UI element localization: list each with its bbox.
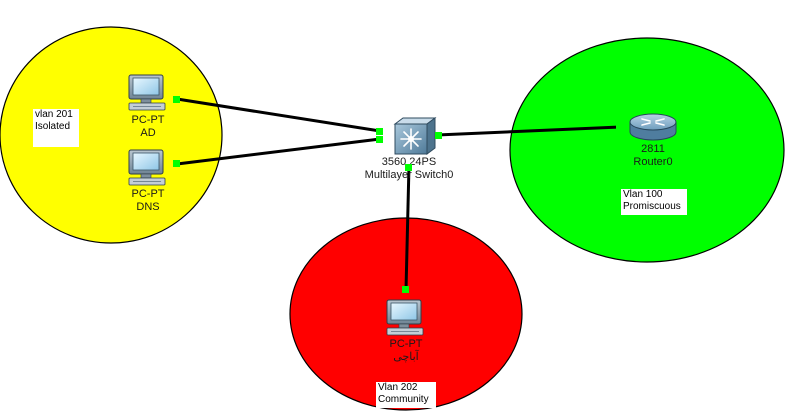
multilayer-switch-icon <box>393 117 437 155</box>
link-dns-switch <box>176 137 381 166</box>
router-icon <box>629 113 677 141</box>
zone-community-note: Vlan 202 Community <box>376 382 436 408</box>
device-multilayer-switch0[interactable] <box>393 117 437 155</box>
device-router0[interactable] <box>629 113 677 141</box>
links <box>176 97 621 291</box>
port-dot <box>402 286 409 293</box>
zone-community-vlan: Vlan 202 <box>378 382 418 393</box>
zone-promiscuous-note: Vlan 100 Promiscuous <box>621 189 687 215</box>
port-dot <box>376 128 383 135</box>
zone-community-type: Community <box>378 394 429 405</box>
port-dot <box>616 124 623 131</box>
link-switch-router <box>436 125 621 137</box>
pc-ad-name-label: AD <box>140 127 155 139</box>
zone-isolated-type: Isolated <box>35 121 71 132</box>
zone-promiscuous-vlan: Vlan 100 <box>623 189 663 200</box>
router0-name-label: Router0 <box>633 156 672 168</box>
zone-promiscuous-type: Promiscuous <box>623 201 681 212</box>
zone-isolated-note: vlan 201 Isolated <box>33 109 79 147</box>
port-dot <box>376 136 383 143</box>
router0-type-label: 2811 <box>641 143 665 155</box>
port-dot <box>173 96 180 103</box>
pc-dns-name-label: DNS <box>136 201 159 213</box>
pc-bottom-type-label: PC-PT <box>390 338 423 350</box>
switch0-type-label: 3560 24PS <box>382 156 436 168</box>
device-pc-bottom[interactable] <box>386 299 424 336</box>
port-dot <box>435 132 442 139</box>
device-pc-dns[interactable] <box>128 149 166 186</box>
port-dot <box>173 160 180 167</box>
pc-bottom-name-label: آباچی <box>393 350 419 363</box>
link-ad-switch <box>176 97 381 133</box>
port-dot <box>405 164 412 171</box>
pc-icon <box>128 149 166 186</box>
zone-promiscuous <box>509 37 785 263</box>
zone-isolated-vlan: vlan 201 <box>35 109 73 120</box>
switch0-name-label: Multilayer Switch0 <box>365 169 454 181</box>
zone-isolated <box>0 26 223 244</box>
device-pc-ad[interactable] <box>128 74 166 111</box>
pc-icon <box>386 299 424 336</box>
link-switch-pc <box>404 164 411 291</box>
port-status-dots <box>173 96 623 293</box>
pc-ad-type-label: PC-PT <box>132 114 165 126</box>
pc-icon <box>128 74 166 111</box>
pc-dns-type-label: PC-PT <box>132 188 165 200</box>
